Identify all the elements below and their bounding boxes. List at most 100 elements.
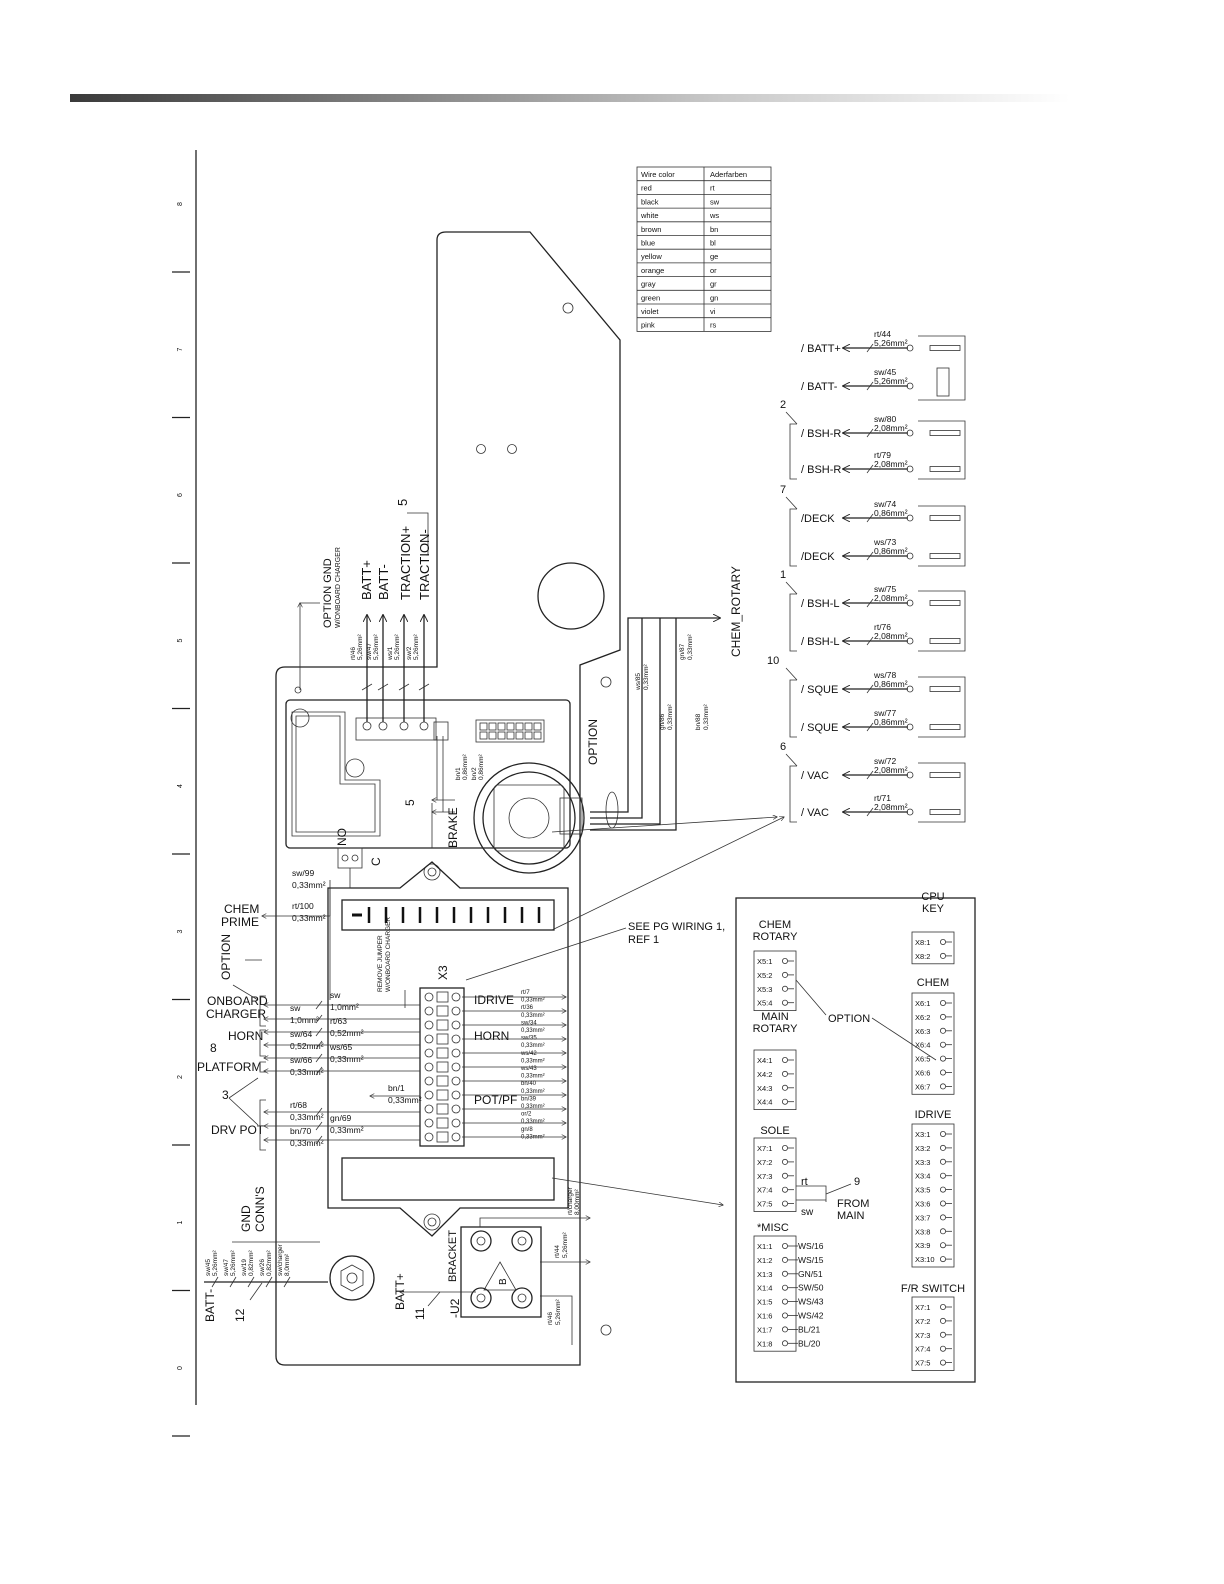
wire-size: 0,33mm² <box>521 1058 545 1064</box>
option-gnd-label: OPTION GND <box>322 558 334 628</box>
pin-socket <box>782 1158 789 1165</box>
bracket-bolt <box>511 1230 533 1252</box>
pin-socket <box>940 1069 947 1076</box>
connector-pin <box>524 722 533 731</box>
wire-label: sw/charger <box>277 1243 284 1276</box>
table-header-cell: Aderfarben <box>710 170 747 179</box>
wire-size: 0,86mm² <box>478 754 485 780</box>
rt-label: rt <box>801 1176 808 1188</box>
pin-socket <box>782 971 789 978</box>
wire-label: sw/2 <box>406 646 413 660</box>
wire-size: 2,08mm² <box>874 423 908 433</box>
pin-label: X3:6 <box>915 1200 930 1209</box>
ruler-number: 2 <box>177 1075 184 1079</box>
wire-label: sw/19 <box>241 1259 248 1276</box>
pot-pf-label: POT/PF <box>474 1093 517 1107</box>
pin-label: X3:8 <box>915 1227 930 1236</box>
pin-socket <box>782 1298 789 1305</box>
option-left-label: OPTION <box>219 934 233 980</box>
wire-size: 0,33mm² <box>290 1112 324 1122</box>
wire-label: ws/85 <box>635 673 642 691</box>
connector-label: / SQUE <box>801 684 838 696</box>
connector-label: / VAC <box>801 807 829 819</box>
wire-size: 0,33mm² <box>521 1043 545 1049</box>
wire-label: sw/99 <box>292 868 314 878</box>
x3-terminal <box>424 1062 434 1072</box>
table-cell: vi <box>710 307 716 316</box>
pin-socket <box>940 1041 947 1048</box>
table-cell: red <box>641 184 652 193</box>
pin-panel: CHEMROTARYX5:1X5:2X5:3X5:4MAINROTARYX4:1… <box>735 891 976 1383</box>
wire-slash <box>866 551 874 561</box>
group-title: *MISC <box>757 1222 789 1234</box>
pin-label: X7:1 <box>757 1144 772 1153</box>
wire-label: bn/40 <box>521 1081 537 1087</box>
ruler-number: 0 <box>177 1366 184 1370</box>
wire-slash <box>247 1276 255 1288</box>
group-subtitle: KEY <box>922 903 945 915</box>
wire-size: 0,33mm² <box>521 1104 545 1110</box>
wire-size: 8,00mm² <box>574 1189 581 1215</box>
gnd-conns-label: GND <box>239 1205 253 1232</box>
wire-label: or/2 <box>521 1112 532 1118</box>
connector-pin <box>906 599 914 607</box>
wire-label: sw/75 <box>874 584 896 594</box>
pin-socket <box>782 1057 789 1064</box>
wire-label: rt/79 <box>874 450 891 460</box>
callout-number: 7 <box>780 484 786 496</box>
wire-label: rt/charger <box>567 1186 574 1215</box>
pin-label: X7:4 <box>757 1186 772 1195</box>
connector-label: / BSH-R <box>801 428 841 440</box>
wire-label: sw/77 <box>874 708 896 718</box>
pin-label: X5:3 <box>757 985 772 994</box>
connector-label: / BATT- <box>801 381 838 393</box>
wire-size: 0,33mm² <box>667 704 674 730</box>
pin-label: X3:1 <box>915 1130 930 1139</box>
callout-leader <box>785 667 798 681</box>
connector-pin <box>906 808 914 816</box>
wire-slash <box>866 770 874 780</box>
x3-terminal <box>424 1104 434 1114</box>
ruler-number: 3 <box>177 930 184 934</box>
connector-pin <box>488 731 497 740</box>
wire-size: 5,26mm² <box>874 376 908 386</box>
table-cell: white <box>640 211 659 220</box>
pin-label: X1:4 <box>757 1284 772 1293</box>
left-side-wiring: CHEM PRIME OPTION ONBOARD CHARGER HORN 8… <box>197 817 784 1205</box>
table-cell: sw <box>710 197 720 206</box>
x3-terminal <box>424 1076 434 1086</box>
connector-pin <box>533 722 542 731</box>
group-title: SOLE <box>760 1125 789 1137</box>
bracket-bolt <box>470 1287 492 1309</box>
wire-label: ws/42 <box>520 1051 537 1057</box>
wire-size: 0,33mm² <box>521 1119 545 1125</box>
connector-label: / BSH-R <box>801 464 841 476</box>
bracket-bolt-center <box>517 1293 527 1303</box>
wire-label: rt/44 <box>554 1245 561 1258</box>
pin-label: X7:1 <box>915 1303 930 1312</box>
pin-label: X5:4 <box>757 999 772 1008</box>
wire-size: 5,26mm² <box>562 1232 569 1258</box>
pin-socket <box>940 1228 947 1235</box>
option-label: OPTION <box>828 1013 870 1025</box>
x3-terminal <box>424 1034 434 1044</box>
connector-blade <box>929 772 961 778</box>
wire-size: 0,86mm² <box>462 754 469 780</box>
wire-size: 0,52mm² <box>330 1028 364 1038</box>
wire-label: rt/46 <box>547 1312 554 1325</box>
table-cell: gn <box>710 293 718 302</box>
wire-size: 0,52mm² <box>290 1041 324 1051</box>
b-label: B <box>498 1278 509 1285</box>
pin-label: X3:7 <box>915 1213 930 1222</box>
wire-size: 0,86mm² <box>874 546 908 556</box>
pin-socket <box>782 1284 789 1291</box>
x3-terminal <box>451 1020 461 1030</box>
wire-size: 8,0mm² <box>284 1253 291 1276</box>
wire-label: ws/78 <box>873 670 896 680</box>
connector-blade <box>929 466 961 472</box>
pin-label: X7:2 <box>757 1158 772 1167</box>
table-cell: rt <box>710 184 715 193</box>
wire-label: sw/72 <box>874 756 896 766</box>
connector-label: / VAC <box>801 770 829 782</box>
group-bracket <box>259 1061 266 1073</box>
